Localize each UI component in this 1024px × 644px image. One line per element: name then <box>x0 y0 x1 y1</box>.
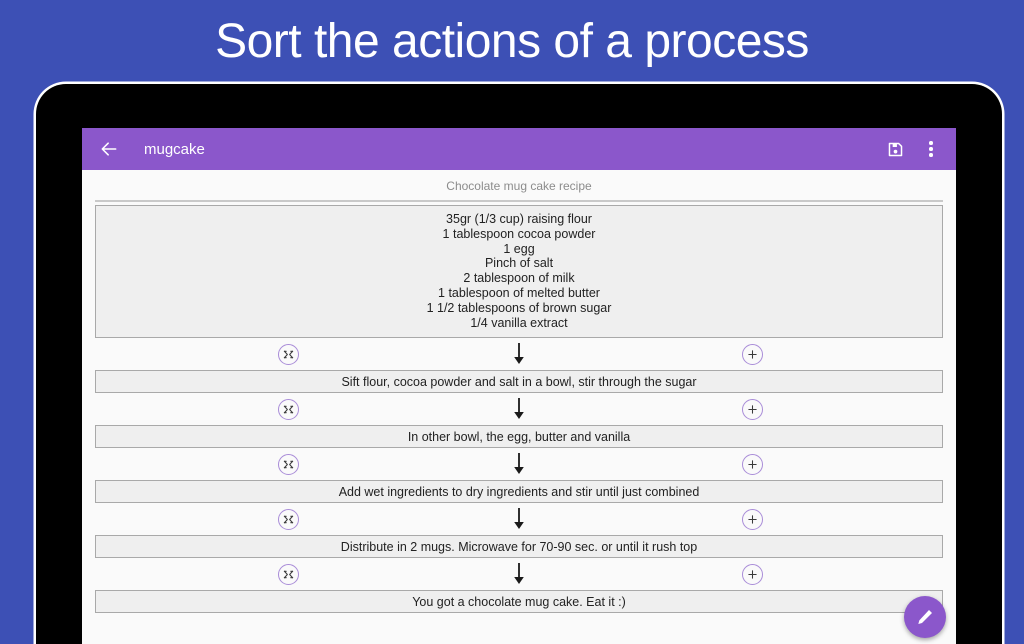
step-text: Distribute in 2 mugs. Microwave for 70-9… <box>340 539 698 554</box>
save-button[interactable] <box>884 138 906 160</box>
ingredient-line: 1 egg <box>503 241 535 256</box>
shuffle-icon <box>283 405 294 414</box>
promo-title: Sort the actions of a process <box>215 15 809 68</box>
more-vertical-icon <box>929 141 933 157</box>
step-row[interactable]: In other bowl, the egg, butter and vanil… <box>95 425 943 449</box>
pencil-edit-icon <box>918 610 932 624</box>
plus-icon <box>748 460 757 469</box>
arrow-down-icon <box>514 343 524 365</box>
shuffle-button[interactable] <box>278 508 299 530</box>
shuffle-icon <box>283 350 294 359</box>
add-step-button[interactable] <box>742 398 763 420</box>
shuffle-button[interactable] <box>278 343 299 365</box>
arrow-down-icon <box>514 453 524 475</box>
ingredients-box[interactable]: 35gr (1/3 cup) raising flour 1 tablespoo… <box>95 205 943 339</box>
plus-icon <box>748 515 757 524</box>
step-row[interactable]: Add wet ingredients to dry ingredients a… <box>95 480 943 504</box>
step-connector <box>82 448 956 480</box>
step-text: You got a chocolate mug cake. Eat it :) <box>412 594 626 609</box>
plus-icon <box>748 350 757 359</box>
step-row[interactable]: Sift flour, cocoa powder and salt in a b… <box>95 370 943 394</box>
ingredient-line: 1 tablespoon cocoa powder <box>442 226 596 241</box>
edit-fab-button[interactable] <box>904 596 946 638</box>
step-row[interactable]: Distribute in 2 mugs. Microwave for 70-9… <box>95 535 943 559</box>
add-step-button[interactable] <box>742 563 763 585</box>
add-step-button[interactable] <box>742 453 763 475</box>
ingredient-line: 1/4 vanilla extract <box>470 315 568 330</box>
arrow-down-icon <box>514 398 524 420</box>
overflow-menu-button[interactable] <box>920 138 942 160</box>
step-connector <box>82 503 956 535</box>
step-connector <box>82 338 956 370</box>
step-text: Add wet ingredients to dry ingredients a… <box>338 484 700 499</box>
arrow-down-icon <box>514 508 524 530</box>
add-step-button[interactable] <box>742 343 763 365</box>
ingredient-line: Pinch of salt <box>484 256 554 271</box>
tablet-screen: mugcake Chocolate mug cake reci <box>82 128 956 644</box>
shuffle-button[interactable] <box>278 453 299 475</box>
ingredient-line: 1 1/2 tablespoons of brown sugar <box>426 300 612 315</box>
arrow-down-icon <box>514 563 524 585</box>
recipe-content: Chocolate mug cake recipe 35gr (1/3 cup)… <box>82 170 956 644</box>
back-button[interactable] <box>96 136 122 162</box>
step-text: In other bowl, the egg, butter and vanil… <box>407 429 631 444</box>
plus-icon <box>748 405 757 414</box>
step-connector <box>82 558 956 590</box>
app-bar-title: mugcake <box>144 140 205 158</box>
ingredient-line: 1 tablespoon of melted butter <box>438 285 600 300</box>
promo-header: Sort the actions of a process <box>0 0 1024 84</box>
shuffle-button[interactable] <box>278 398 299 420</box>
ingredient-line: 2 tablespoon of milk <box>463 271 575 286</box>
shuffle-icon <box>283 515 294 524</box>
shuffle-icon <box>283 570 294 579</box>
ingredient-line: 35gr (1/3 cup) raising flour <box>446 212 592 226</box>
step-row[interactable]: You got a chocolate mug cake. Eat it :) <box>95 590 943 614</box>
shuffle-button[interactable] <box>278 563 299 585</box>
app-bar-actions <box>884 138 942 160</box>
plus-icon <box>748 570 757 579</box>
step-connector <box>82 393 956 425</box>
app-bar: mugcake <box>82 128 956 170</box>
title-divider <box>95 200 943 202</box>
shuffle-icon <box>283 460 294 469</box>
recipe-title: Chocolate mug cake recipe <box>446 179 592 193</box>
save-floppy-icon <box>888 142 902 156</box>
add-step-button[interactable] <box>742 508 763 530</box>
arrow-left-icon <box>101 142 117 156</box>
step-text: Sift flour, cocoa powder and salt in a b… <box>341 374 697 389</box>
tablet-device-frame: mugcake Chocolate mug cake reci <box>36 84 1002 644</box>
